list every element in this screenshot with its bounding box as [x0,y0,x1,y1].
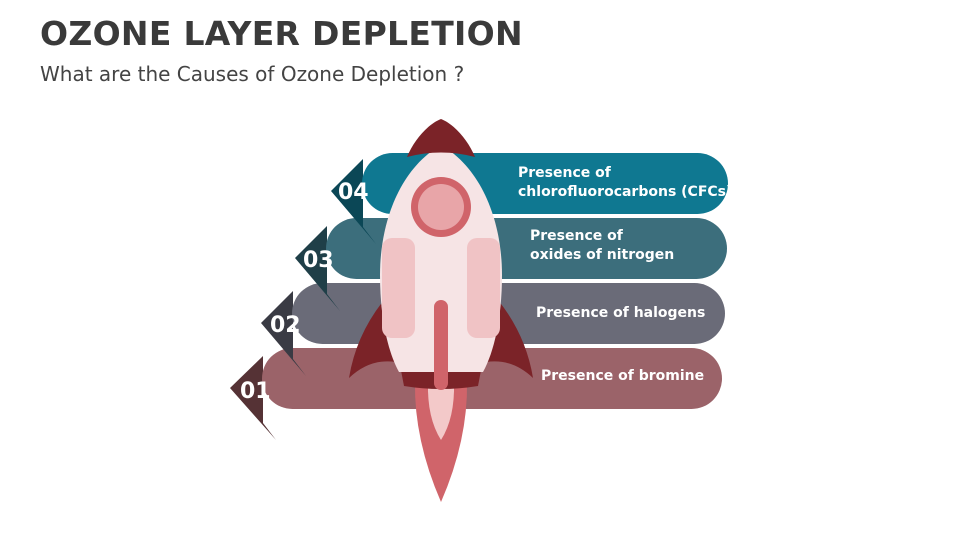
rocket-center-stripe [434,300,448,390]
step-01-bar [262,348,722,409]
step-01-label: Presence of bromine [541,367,704,386]
step-02-label: Presence of halogens [536,304,705,323]
step-01-label-line1: Presence of bromine [541,368,705,384]
rocket-panel-right [467,238,500,338]
rocket [349,119,533,502]
rocket-flame-inner [427,382,455,440]
step-01: 01 [230,348,722,440]
step-04-number: 04 [338,180,369,205]
step-04-tip [331,159,376,244]
page-subtitle: What are the Causes of Ozone Depletion ? [40,62,465,86]
rocket-window [418,184,464,230]
rocket-nose [407,119,475,157]
step-04-label-line2: chlorofluorocarbons (CFCs) [518,184,733,200]
step-01-tip [230,356,276,440]
step-02-number: 02 [270,313,301,338]
step-02-tip [261,291,306,376]
step-01-number: 01 [240,379,271,404]
step-03-label-line1: Presence of [530,228,623,244]
step-02-label-line1: Presence of halogens [536,305,706,321]
rocket-panel-left [382,238,415,338]
step-04-label: Presence of chlorofluorocarbons (CFCs) [518,164,732,202]
rocket-flame-outer [414,382,468,502]
step-03-label: Presence of oxides of nitrogen [530,227,674,265]
step-03-tip [295,226,340,311]
step-03-label-line2: oxides of nitrogen [530,247,675,263]
step-04-label-line1: Presence of [518,165,611,181]
step-03-number: 03 [303,248,334,273]
page-title: OZONE LAYER DEPLETION [40,14,523,53]
